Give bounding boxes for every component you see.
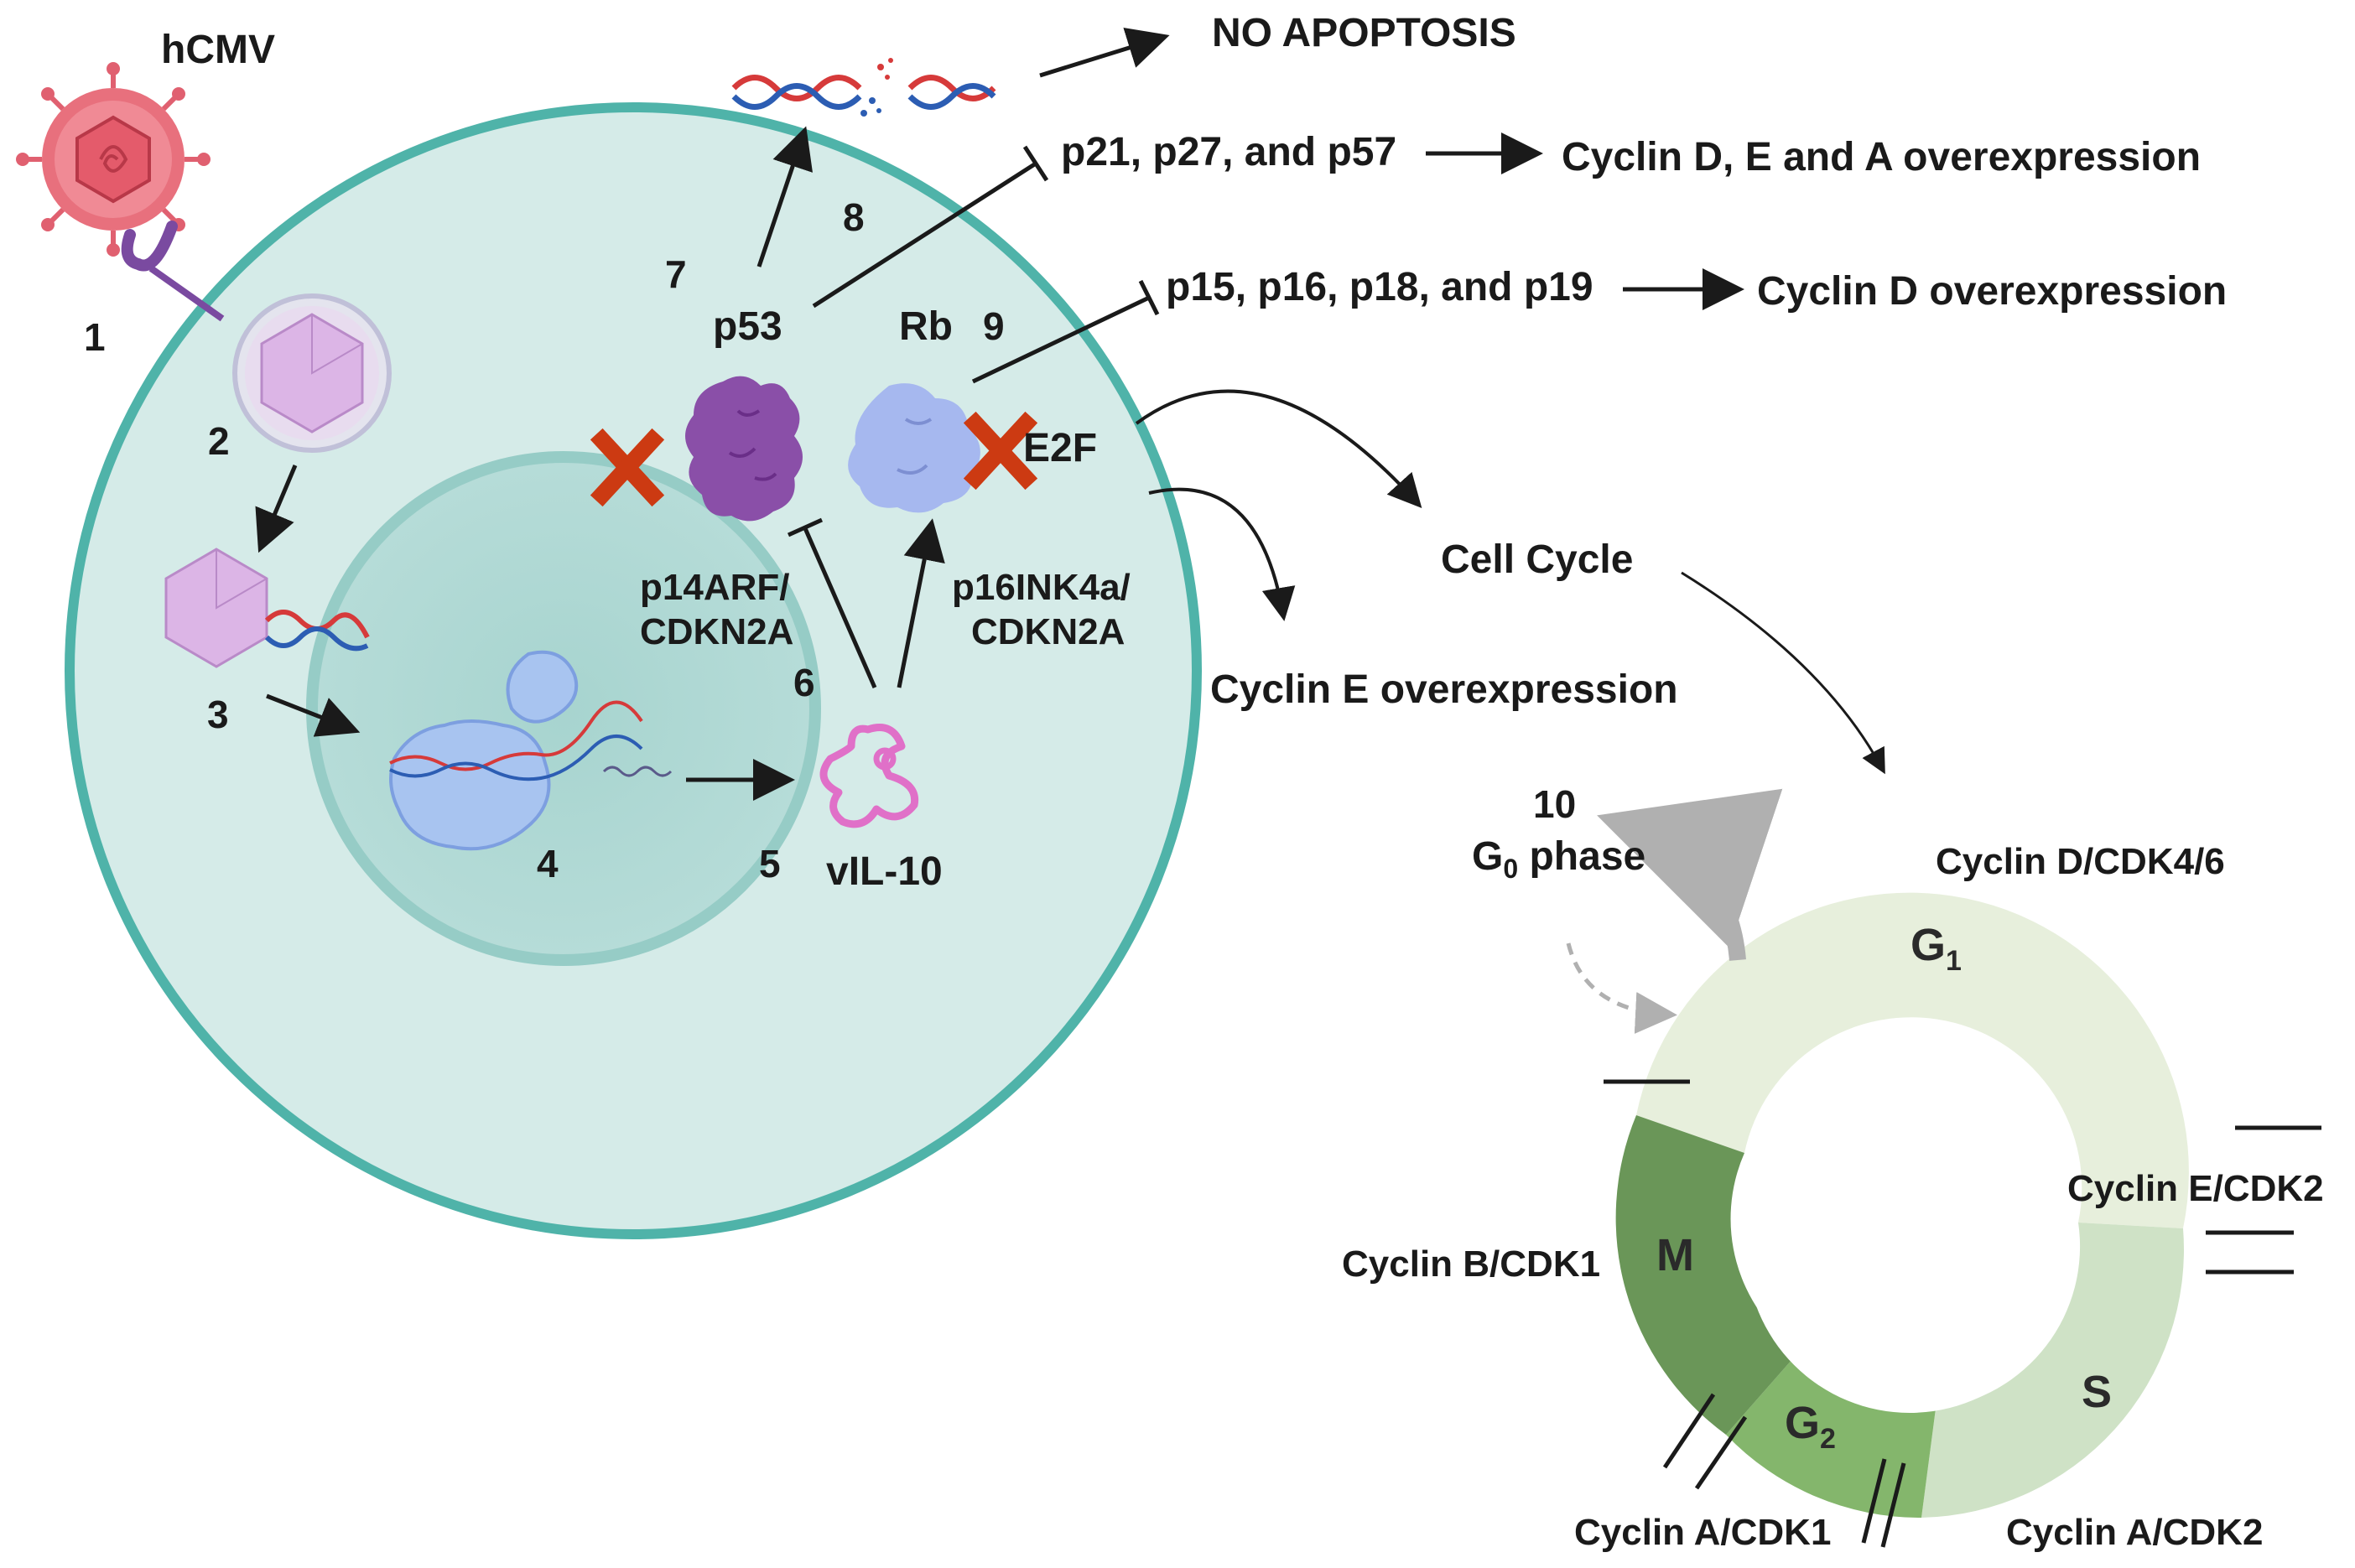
m-label: M (1656, 1230, 1694, 1280)
cell-cycle-label: Cell Cycle (1441, 537, 1633, 582)
p53-label: p53 (713, 304, 782, 349)
p53-protein-icon (685, 376, 803, 522)
g0-reentry-arrow (1566, 942, 1677, 1034)
p21-group-label: p21, p27, and p57 (1061, 130, 1396, 174)
transcription-complex-icon (389, 650, 673, 851)
cyclin-d-label: Cyclin D overexpression (1757, 269, 2227, 314)
arrow-p53-to-dna (756, 126, 813, 267)
step-2: 2 (208, 419, 230, 463)
inhibit-p15 (971, 295, 1151, 384)
cyclin-a-cdk2-label: Cyclin A/CDK2 (2006, 1512, 2263, 1553)
rb-e2f-blocked-x-icon (963, 411, 1038, 491)
hcmv-virion-icon (16, 62, 211, 257)
g0-phase-label: G0 phase (1472, 834, 1645, 884)
g0-exit-arrow (1597, 788, 1783, 961)
inhibit-p14arf-bar (787, 517, 824, 537)
g1-label: G1 (1911, 920, 1962, 977)
arrow-cell-cycle-to-ring (1681, 571, 1885, 775)
g2-label: G2 (1785, 1398, 1836, 1455)
inhibit-p21-bar (1022, 145, 1049, 182)
receptor-icon (121, 221, 225, 322)
step-9: 9 (983, 304, 1005, 348)
p14arf-label-1: p14ARF/ (640, 567, 789, 608)
enveloped-capsid-icon (232, 293, 392, 453)
g2-segment (1726, 1352, 1936, 1519)
p16ink4a-label-2: CDKN2A (971, 611, 1125, 652)
inhibit-p21 (812, 161, 1037, 309)
step-4: 4 (537, 842, 559, 885)
arrow-3-to-4 (266, 693, 361, 737)
cyclin-b-cdk1-label: Cyclin B/CDK1 (1342, 1243, 1600, 1285)
s-label: S (2082, 1367, 2112, 1417)
rb-label: Rb (899, 304, 953, 349)
p14arf-label-2: CDKN2A (640, 611, 793, 652)
cell-cycle-ring (1615, 892, 2189, 1519)
step-1: 1 (84, 315, 106, 359)
arrow-p16ink4a (897, 518, 945, 688)
e2f-label: E2F (1023, 426, 1097, 470)
rb-protein-icon (848, 383, 980, 513)
cyclin-dea-label: Cyclin D, E and A overexpression (1562, 135, 2201, 179)
inhibit-p15-bar (1138, 279, 1160, 316)
blocked-x-icon (590, 428, 665, 507)
capsid-dna-release-icon (164, 548, 370, 668)
step-10: 10 (1533, 782, 1576, 826)
arrow-e2f-to-cell-cycle (1135, 389, 1422, 508)
m-segment (1615, 1115, 1799, 1435)
step-7: 7 (665, 252, 687, 296)
arrow-e2f-to-cyclin-e (1148, 487, 1296, 621)
cyclin-e-label: Cyclin E overexpression (1210, 667, 1678, 712)
no-apoptosis-label: NO APOPTOSIS (1212, 11, 1516, 55)
cyclin-d-cdk46-label: Cyclin D/CDK4/6 (1936, 841, 2225, 882)
p16ink4a-label-1: p16INK4a/ (952, 567, 1131, 608)
cyclin-a-cdk1-label: Cyclin A/CDK1 (1574, 1512, 1831, 1553)
vil10-label: vIL-10 (826, 849, 943, 894)
inhibit-p14arf (803, 527, 877, 689)
step-3: 3 (207, 693, 229, 736)
g1-segment (1636, 892, 2189, 1228)
p15-group-label: p15, p16, p18, and p19 (1166, 265, 1593, 309)
step-5: 5 (759, 842, 781, 885)
checkpoint-marks (1604, 1079, 2321, 1548)
hcmv-label: hCMV (161, 28, 275, 72)
step-8: 8 (843, 195, 865, 239)
cyclin-e-cdk2-label: Cyclin E/CDK2 (2067, 1168, 2324, 1209)
s-segment (1921, 1223, 2184, 1518)
damaged-dna-icon (731, 58, 996, 117)
arrow-dna-to-no-apoptosis (1039, 27, 1170, 78)
vil10-protein-icon (819, 724, 919, 828)
arrow-2-to-3 (255, 465, 298, 553)
step-6: 6 (793, 661, 815, 704)
